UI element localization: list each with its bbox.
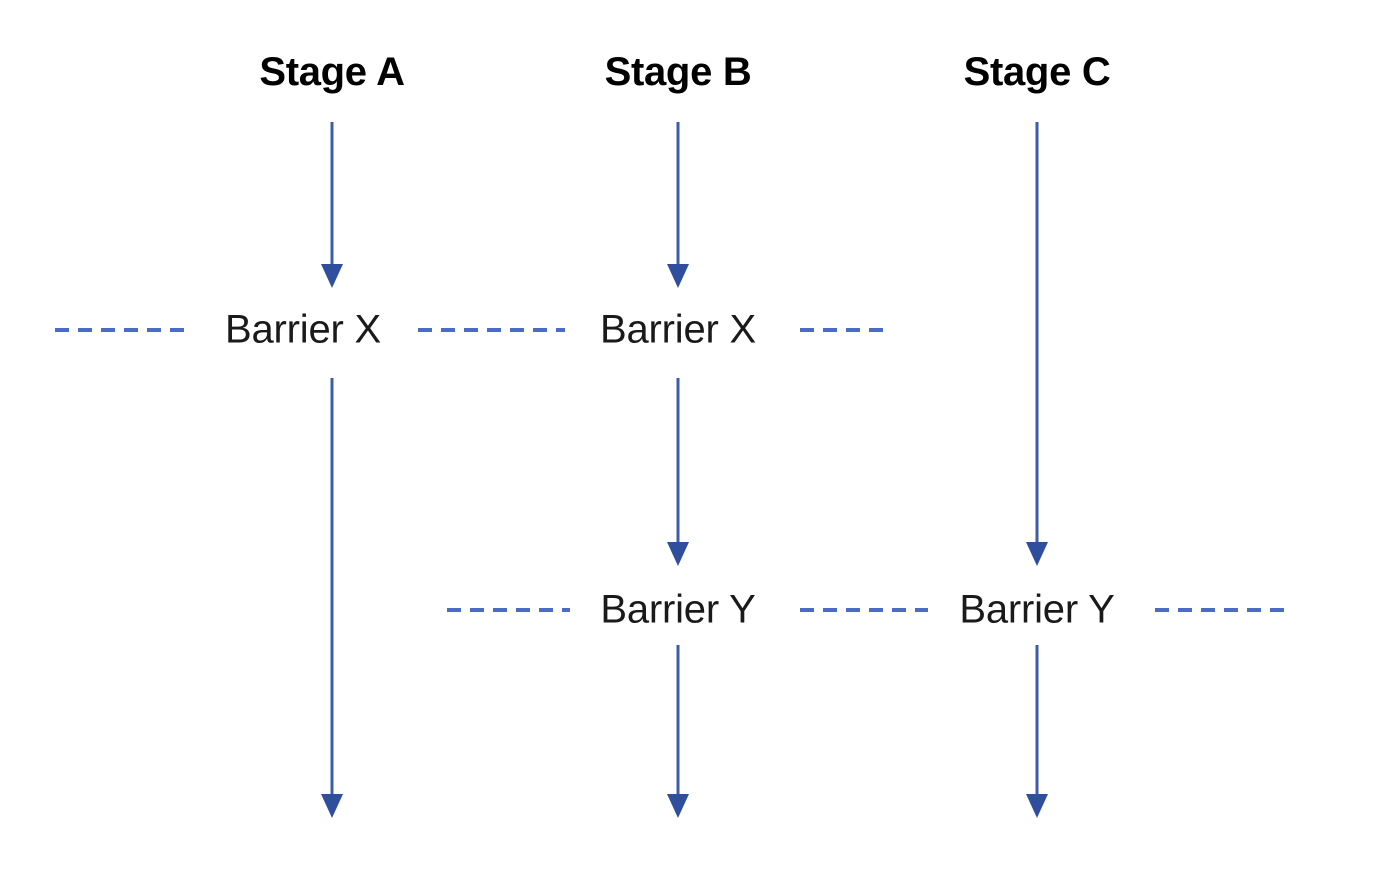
stage-a-label: Stage A [259, 50, 405, 94]
barrier-x-stage-a: Barrier X [214, 307, 392, 353]
arrow-stage-a-to-barrier-x-head [321, 264, 343, 288]
arrow-stage-a-barrier-x-to-end-head [321, 794, 343, 818]
arrow-stage-b-to-barrier-x [667, 122, 689, 288]
stage-c-label: Stage C [963, 50, 1111, 94]
barrier-y-stage-b: Barrier Y [590, 587, 766, 633]
arrow-stage-c-barrier-y-to-end-head [1026, 794, 1048, 818]
arrow-stage-b-to-barrier-x-head [667, 264, 689, 288]
stage-b-label: Stage B [604, 50, 752, 94]
arrow-stage-c-barrier-y-to-end [1026, 645, 1048, 818]
arrow-stage-a-barrier-x-to-end [321, 378, 343, 818]
arrow-stage-b-barrier-x-to-barrier-y-head [667, 542, 689, 566]
arrow-stage-c-to-barrier-y [1026, 122, 1048, 566]
arrow-stage-b-barrier-y-to-end [667, 645, 689, 818]
dashed-links-group [55, 328, 1285, 612]
arrow-stage-c-to-barrier-y-head [1026, 542, 1048, 566]
barrier-y-stage-c: Barrier Y [949, 587, 1125, 633]
arrow-stage-a-to-barrier-x [321, 122, 343, 288]
barrier-x-stage-b: Barrier X [589, 307, 767, 353]
arrow-stage-b-barrier-x-to-barrier-y [667, 378, 689, 566]
arrows-group [321, 122, 1048, 818]
arrow-stage-b-barrier-y-to-end-head [667, 794, 689, 818]
